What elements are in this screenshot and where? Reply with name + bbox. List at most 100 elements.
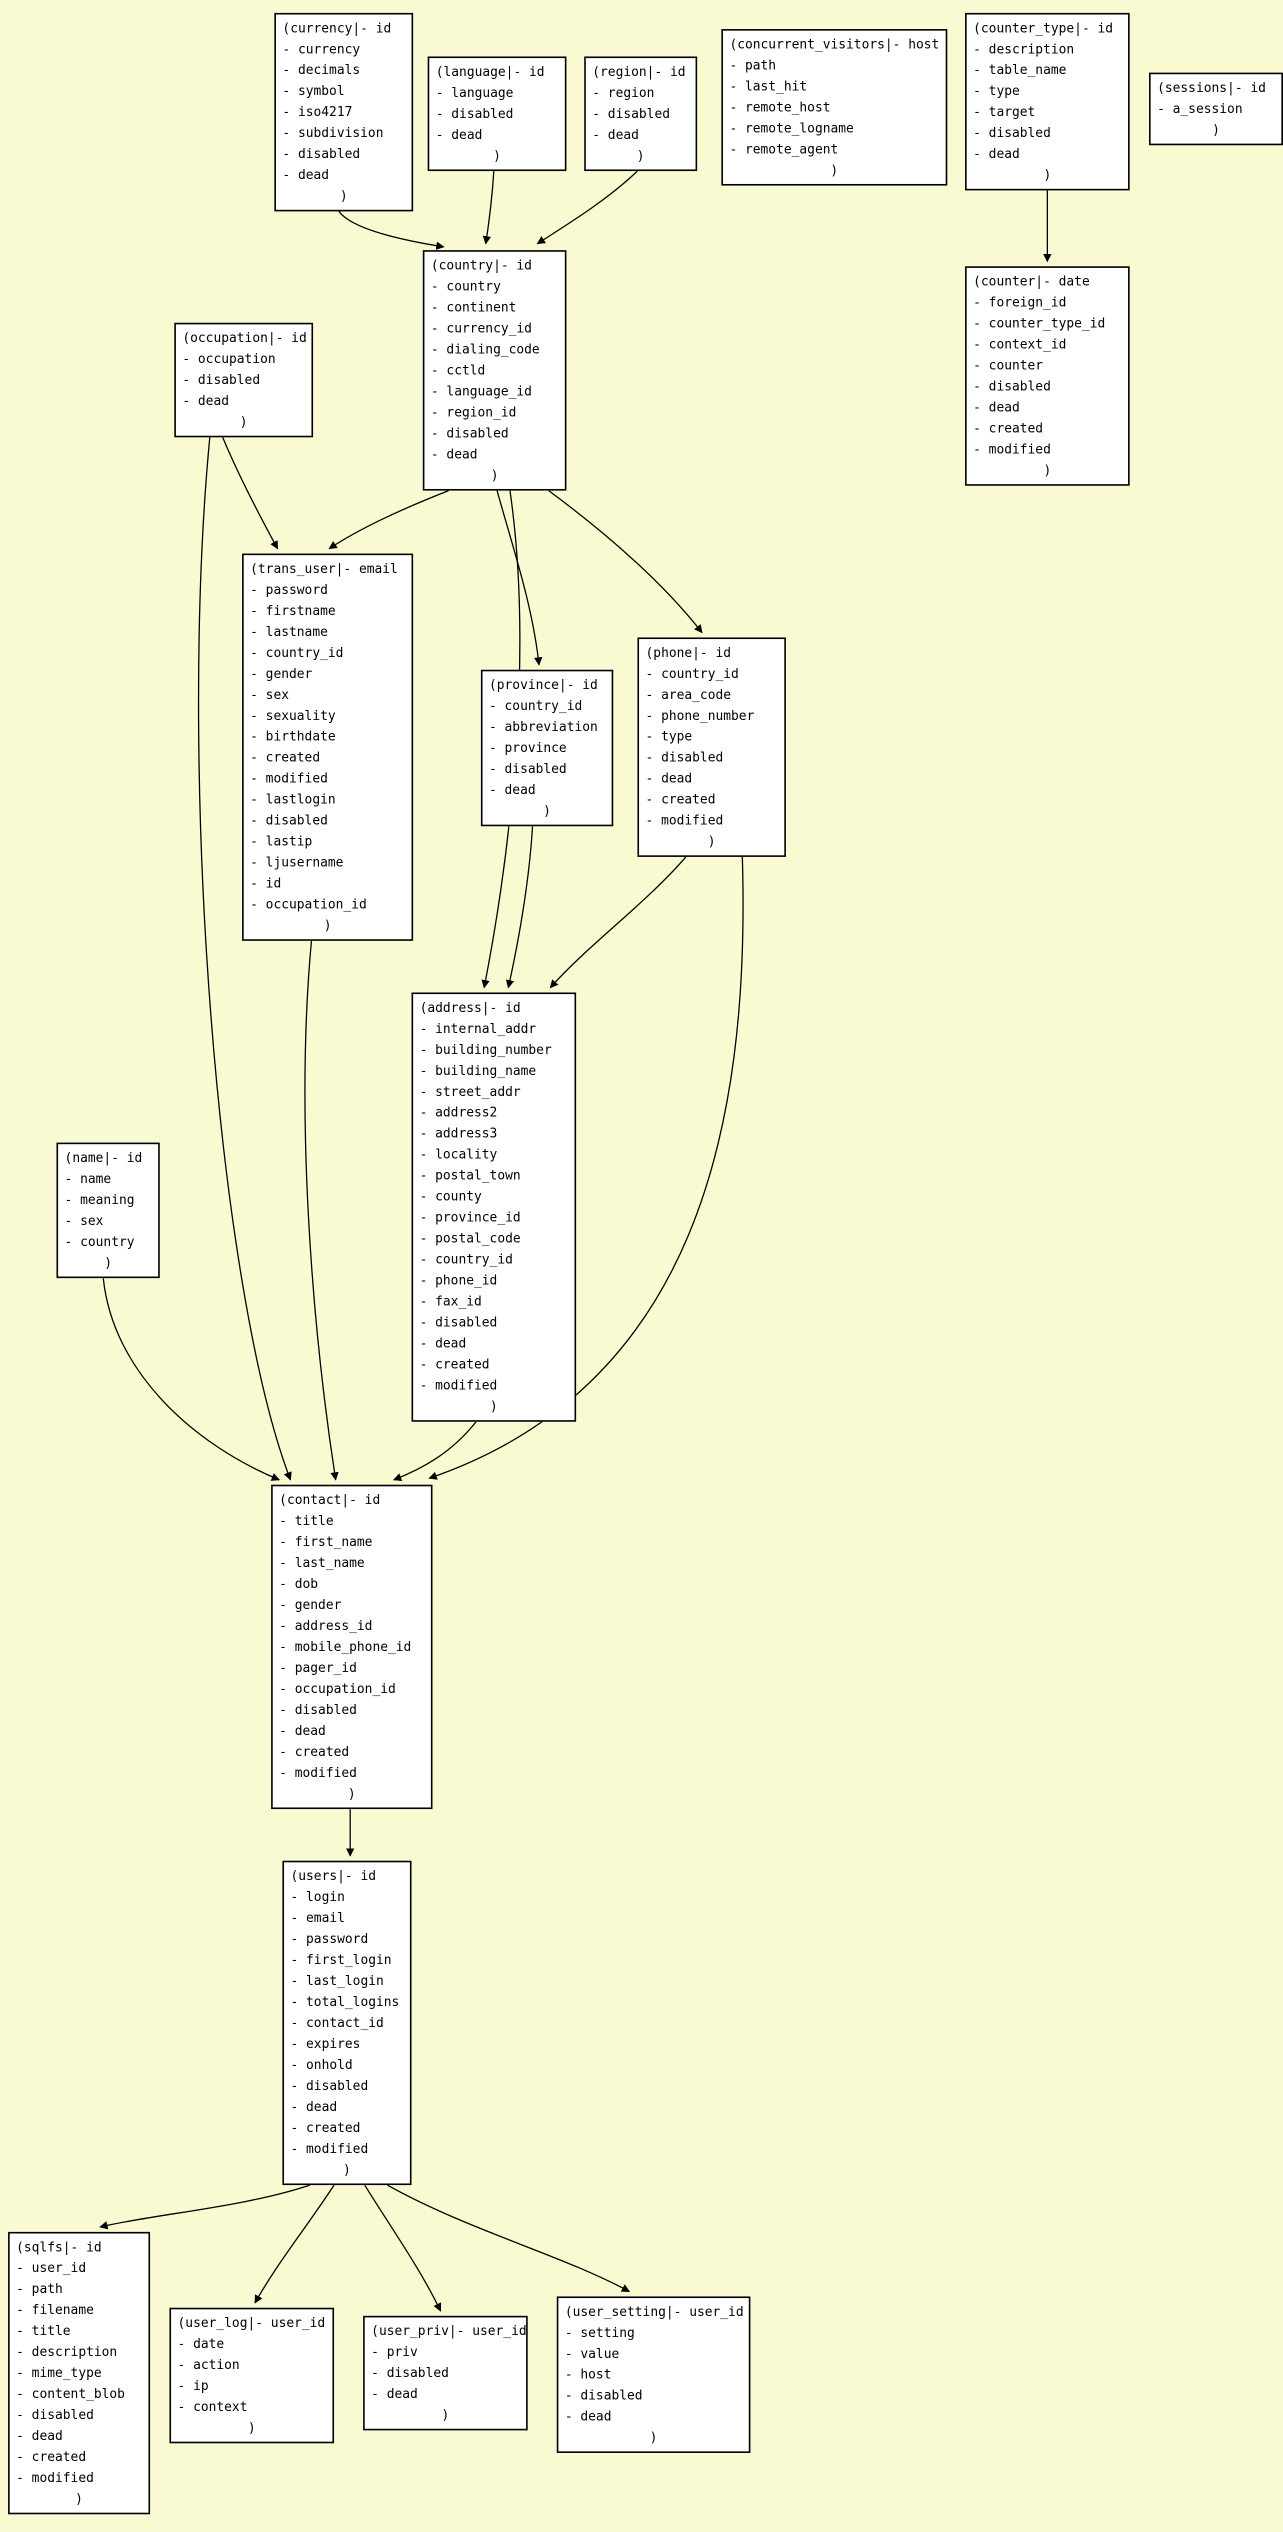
table-field: - cctld (430, 363, 486, 378)
table-field: - disabled (488, 761, 567, 777)
table-field: - first_login (290, 1952, 392, 1968)
table-field: - gender (250, 666, 313, 682)
table-field: - remote_host (729, 100, 831, 115)
table-phone: (phone|- id- country_id- area_code- phon… (637, 637, 786, 857)
table-header: (contact|- id (279, 1492, 381, 1508)
table-field: - created (290, 2120, 361, 2136)
table-field: - type (973, 83, 1020, 99)
table-close: ) (489, 1399, 498, 1414)
table-header: (counter_type|- id (973, 20, 1114, 36)
table-field: - disabled (16, 2407, 94, 2423)
table-field: - created (645, 792, 716, 807)
table-contact: (contact|- id- title- first_name- last_n… (271, 1484, 433, 1810)
table-field: - modified (973, 442, 1051, 457)
edge-users-to-user_setting (386, 2184, 631, 2293)
table-field: - modified (250, 771, 328, 786)
table-field: - type (645, 729, 693, 744)
table-counter_type: (counter_type|- id- description- table_n… (965, 12, 1130, 191)
table-field: - disabled (282, 146, 361, 162)
table-header: (counter|- date (973, 274, 1090, 289)
edge-country-to-trans_user (328, 489, 449, 550)
table-close: ) (347, 1786, 356, 1802)
table-field: - dead (645, 771, 693, 786)
edge-users-to-user_priv (364, 2184, 442, 2312)
table-field: - title (279, 1513, 334, 1529)
table-header: (trans_user|- email (250, 561, 398, 577)
table-close: ) (649, 2430, 658, 2445)
table-close: ) (247, 2420, 256, 2436)
table-field: - setting (564, 2325, 635, 2341)
table-counter: (counter|- date- foreign_id- counter_typ… (965, 266, 1130, 486)
table-field: - pager_id (279, 1660, 357, 1676)
table-header: (occupation|- id (182, 330, 307, 346)
table-field: - table_name (973, 62, 1067, 78)
table-field: - context (177, 2399, 248, 2415)
table-close: ) (1212, 122, 1220, 138)
table-field: - path (729, 58, 777, 73)
table-occupation: (occupation|- id- occupation- disabled- … (174, 322, 314, 438)
table-field: - dead (282, 167, 330, 183)
table-field: - date (177, 2336, 225, 2352)
table-field: - modified (279, 1765, 357, 1781)
table-field: - created (279, 1744, 350, 1760)
table-field: - password (250, 582, 328, 598)
table-field: - dead (290, 2099, 338, 2115)
table-field: - disabled (371, 2365, 449, 2381)
edge-users-to-sqlfs (99, 2184, 311, 2230)
table-field: - user_id (16, 2260, 87, 2276)
table-field: - modified (16, 2470, 94, 2486)
table-field: - county (419, 1189, 482, 1204)
table-field: - postal_code (419, 1231, 521, 1246)
table-currency: (currency|- id- currency- decimals- symb… (274, 12, 414, 212)
table-field: - disabled (182, 372, 261, 388)
table-field: - mobile_phone_id (279, 1639, 412, 1655)
table-field: - street_addr (419, 1084, 521, 1099)
table-field: - birthdate (250, 729, 336, 744)
table-field: - disabled (250, 813, 328, 828)
table-sqlfs: (sqlfs|- id- user_id- path- filename- ti… (8, 2231, 151, 2515)
table-field: - target (973, 104, 1036, 120)
table-field: - building_number (419, 1042, 552, 1058)
edge-language-to-country (482, 171, 495, 245)
table-field: - title (16, 2323, 71, 2339)
table-close: ) (75, 2491, 83, 2507)
table-header: (currency|- id (282, 20, 392, 36)
table-field: - country_id (250, 645, 344, 661)
table-field: - priv (371, 2344, 418, 2360)
table-field: - occupation_id (250, 897, 367, 912)
table-header: (name|- id (64, 1150, 143, 1166)
table-close: ) (543, 803, 551, 819)
table-field: - contact_id (290, 2015, 384, 2031)
table-name: (name|- id- name- meaning- sex- country) (56, 1142, 160, 1279)
table-user_log: (user_log|- user_id- date- action- ip- c… (169, 2307, 335, 2444)
table-field: - password (290, 1931, 369, 1947)
table-field: - last_hit (729, 79, 808, 94)
table-field: - currency_id (430, 321, 532, 336)
table-field: - dead (564, 2409, 612, 2424)
table-trans_user: (trans_user|- email - password - firstname… (242, 553, 414, 941)
table-field: - foreign_id (973, 295, 1067, 310)
edge-address-to-contact (392, 1421, 477, 1482)
table-field: - region_id (430, 405, 517, 420)
edge-name-to-contact (102, 1278, 280, 1481)
table-field: - subdivision (282, 125, 384, 141)
table-province: (province|- id- country_id- abbreviation… (480, 669, 614, 827)
table-field: - content_blob (16, 2386, 125, 2402)
table-field: - symbol (282, 83, 345, 99)
table-header: (user_priv|- user_id (371, 2323, 527, 2339)
table-field: - firstname (250, 603, 336, 619)
table-field: - dead (973, 400, 1020, 415)
table-field: - dead (435, 127, 483, 143)
table-field: - disabled (645, 750, 724, 765)
table-close: ) (636, 148, 645, 163)
table-field: - address2 (419, 1105, 498, 1120)
table-close: ) (707, 834, 716, 849)
table-field: - address3 (419, 1126, 498, 1141)
table-field: - first_name (279, 1534, 373, 1550)
table-close: ) (323, 918, 332, 933)
table-field: - dead (419, 1336, 467, 1351)
table-field: - dead (279, 1723, 326, 1739)
table-field: - gender (279, 1597, 342, 1613)
